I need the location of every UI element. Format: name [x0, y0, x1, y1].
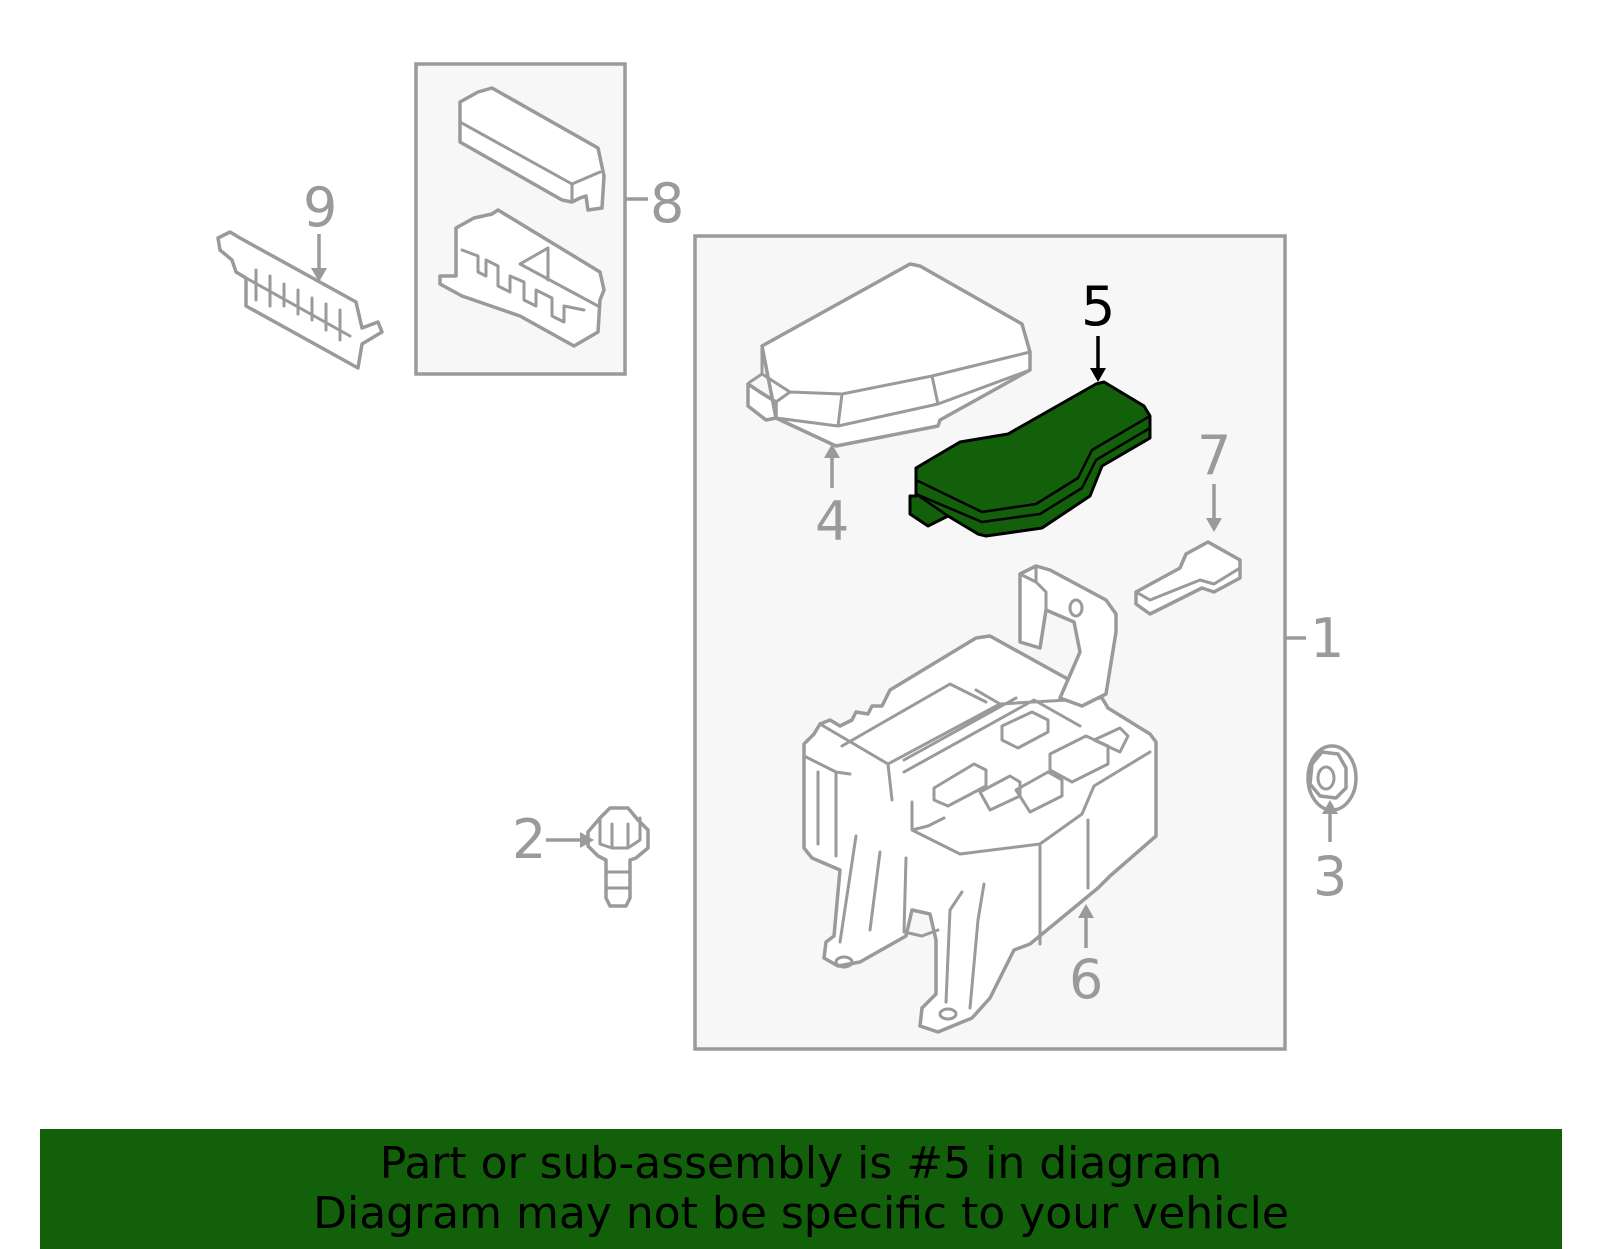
- leader-5: [1090, 336, 1106, 382]
- callout-3: 3: [1313, 845, 1347, 908]
- callout-1: 1: [1310, 607, 1344, 670]
- callout-9: 9: [303, 176, 337, 239]
- callout-7: 7: [1197, 424, 1231, 487]
- leader-3: [1322, 800, 1338, 842]
- banner-line-2: Diagram may not be specific to your vehi…: [313, 1188, 1289, 1239]
- part-7-connector[interactable]: [1134, 540, 1242, 616]
- part-3-nut[interactable]: [1306, 744, 1358, 812]
- part-5-cover[interactable]: [908, 380, 1152, 538]
- part-8-block[interactable]: [438, 208, 606, 348]
- callout-8: 8: [650, 172, 684, 235]
- part-8-cover[interactable]: [458, 86, 606, 212]
- callout-6: 6: [1069, 948, 1103, 1011]
- callout-2: 2: [512, 808, 546, 871]
- leader-2: [546, 832, 594, 848]
- leader-4: [824, 444, 840, 488]
- part-2-bolt[interactable]: [586, 806, 650, 908]
- part-6-mount-bracket[interactable]: [1018, 564, 1118, 708]
- info-banner: Part or sub-assembly is #5 in diagram Di…: [40, 1129, 1562, 1249]
- leader-7: [1206, 484, 1222, 532]
- callout-5: 5: [1081, 275, 1115, 338]
- leader-6: [1078, 904, 1094, 948]
- leader-9: [311, 234, 327, 282]
- banner-line-1: Part or sub-assembly is #5 in diagram: [379, 1138, 1223, 1189]
- part-6-fuse-box[interactable]: [802, 634, 1158, 1034]
- callout-4: 4: [815, 490, 849, 553]
- part-4-cover[interactable]: [746, 262, 1032, 448]
- part-9-bracket[interactable]: [216, 230, 384, 370]
